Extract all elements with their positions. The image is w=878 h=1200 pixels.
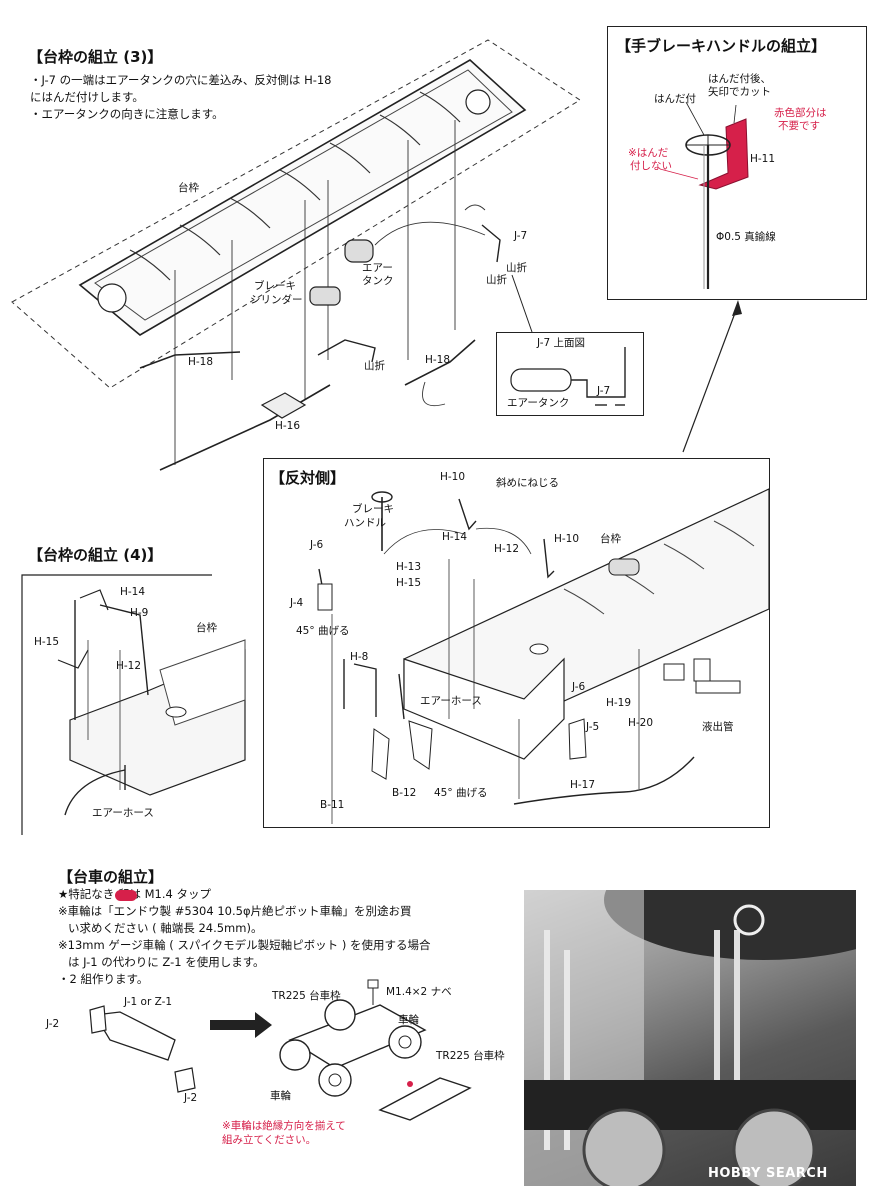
- opp-label-bend45-b: 45° 曲げる: [434, 787, 488, 799]
- hb-label-nosolder-2: 付しない: [630, 160, 672, 172]
- opp-label-bend45-a: 45° 曲げる: [296, 625, 350, 637]
- hb-label-wire: Φ0.5 真鍮線: [716, 231, 776, 243]
- bogie-label-wheel-1: 車輪: [398, 1014, 419, 1026]
- bogie-note-6: ・2 組作ります。: [58, 972, 149, 986]
- opp-label-drain: 液出管: [702, 721, 734, 733]
- frame3-label-yamaori-1: 山折: [506, 262, 527, 274]
- opposite-side-box: 【反対側】: [263, 458, 770, 828]
- opp-label-h15: H-15: [396, 577, 422, 589]
- frame4-label-hose: エアーホース: [92, 807, 154, 819]
- frame3-label-j7: J-7: [514, 230, 528, 242]
- opp-label-brake-1: ブレーキ: [352, 503, 394, 515]
- opp-label-frame: 台枠: [600, 533, 621, 545]
- frame3-note-2: にはんだ付けします。: [30, 90, 144, 104]
- frame3-label-brake-2: シリンダー: [250, 294, 303, 306]
- section-title-frame3: 【台枠の組立 (3)】: [28, 48, 163, 66]
- frame3-label-h18-a: H-18: [188, 356, 214, 368]
- inset-j7-label: J-7: [597, 385, 611, 397]
- watermark: HOBBY SEARCH: [708, 1166, 828, 1181]
- j7-top-view-inset: J-7 上面図 エアータンク J-7: [496, 332, 644, 416]
- opp-label-j4: J-4: [290, 597, 304, 609]
- frame3-note-3: ・エアータンクの向きに注意します。: [30, 107, 224, 121]
- opp-label-j6-b: J-6: [572, 681, 586, 693]
- bogie-label-j2-a: J-2: [46, 1018, 60, 1030]
- opp-label-b11: B-11: [320, 799, 345, 811]
- opp-label-j5: J-5: [586, 721, 600, 733]
- frame4-label-h15: H-15: [34, 636, 60, 648]
- hb-label-after-2: 矢印でカット: [708, 86, 771, 98]
- bogie-note-2: ※車輪は「エンドウ製 #5304 10.5φ片絶ピボット車輪」を別途お買: [58, 904, 412, 918]
- opp-label-h10-b: H-10: [554, 533, 580, 545]
- frame3-label-frame: 台枠: [178, 182, 199, 194]
- hb-label-h11: H-11: [750, 153, 776, 165]
- section-title-opposite: 【反対側】: [270, 469, 346, 487]
- opp-label-h17: H-17: [570, 779, 596, 791]
- inset-title: J-7 上面図: [537, 337, 586, 349]
- opp-label-b12: B-12: [392, 787, 417, 799]
- opp-label-h19: H-19: [606, 697, 632, 709]
- section-title-frame4: 【台枠の組立 (4)】: [28, 546, 163, 564]
- section-title-handbrake: 【手ブレーキハンドルの組立】: [616, 37, 827, 55]
- section-title-bogie: 【台車の組立】: [58, 868, 164, 886]
- frame4-label-h12: H-12: [116, 660, 142, 672]
- frame4-label-frame: 台枠: [196, 622, 217, 634]
- bogie-label-j1: J-1 or Z-1: [124, 996, 173, 1008]
- opp-label-h13: H-13: [396, 561, 422, 573]
- bogie-note-3: い求めください ( 軸端長 24.5mm)。: [68, 921, 263, 935]
- hb-label-after-1: はんだ付後、: [708, 73, 771, 85]
- opp-label-h10-a: H-10: [440, 471, 466, 483]
- tap-marker-icon: [115, 890, 137, 901]
- frame3-note-1: ・J-7 の一端はエアータンクの穴に差込み、反対側は H-18: [30, 73, 332, 87]
- model-photo: HOBBY SEARCH: [524, 890, 856, 1186]
- opp-label-h8: H-8: [350, 651, 369, 663]
- hb-label-soldered: はんだ付: [654, 93, 696, 105]
- bogie-note-4: ※13mm ゲージ車輪 ( スパイクモデル製短軸ピボット ) を使用する場合: [58, 938, 431, 952]
- frame3-label-h18-b: H-18: [425, 354, 451, 366]
- frame3-label-tank-2: タンク: [362, 275, 394, 287]
- inset-tank-label: エアータンク: [507, 397, 570, 409]
- opp-label-j6-a: J-6: [310, 539, 324, 551]
- frame3-label-h16: H-16: [275, 420, 301, 432]
- hb-label-red-2: 不要です: [778, 120, 820, 132]
- frame3-label-yamaori-1b: 山折: [486, 274, 507, 286]
- opp-label-h14: H-14: [442, 531, 468, 543]
- pointer-arrow: [682, 300, 742, 453]
- frame3-label-brake-1: ブレーキ: [254, 280, 296, 292]
- frame3-diagram: [11, 39, 581, 471]
- opp-label-twist: 斜めにねじる: [496, 477, 559, 489]
- bogie-note-5: は J-1 の代わりに Z-1 を使用します。: [68, 955, 265, 969]
- frame3-label-yamaori-2: 山折: [364, 360, 385, 372]
- hb-label-nosolder-1: ※はんだ: [628, 147, 669, 159]
- frame4-label-h14: H-14: [120, 586, 146, 598]
- frame3-label-tank-1: エアー: [362, 262, 393, 274]
- hb-label-red-1: 赤色部分は: [774, 107, 827, 119]
- handbrake-box: 【手ブレーキハンドルの組立】 はんだ付後、 矢印でカット はんだ付 赤色部分は …: [607, 26, 867, 300]
- bogie-label-screw: M1.4×2 ナベ: [386, 986, 452, 998]
- bogie-warning-2: 組み立てください。: [222, 1134, 317, 1146]
- opp-label-hose: エアーホース: [420, 695, 482, 707]
- opp-label-h20: H-20: [628, 717, 654, 729]
- bogie-label-tr225-b: TR225 台車枠: [436, 1050, 505, 1062]
- bogie-label-wheel-2: 車輪: [270, 1090, 291, 1102]
- frame4-label-h9: H-9: [130, 607, 149, 619]
- opp-label-brake-2: ハンドル: [344, 517, 386, 529]
- bogie-label-j2-b: J-2: [184, 1092, 198, 1104]
- bogie-label-tr225-a: TR225 台車枠: [272, 990, 341, 1002]
- opp-label-h12: H-12: [494, 543, 520, 555]
- bogie-warning-1: ※車輪は絶縁方向を揃えて: [222, 1120, 346, 1132]
